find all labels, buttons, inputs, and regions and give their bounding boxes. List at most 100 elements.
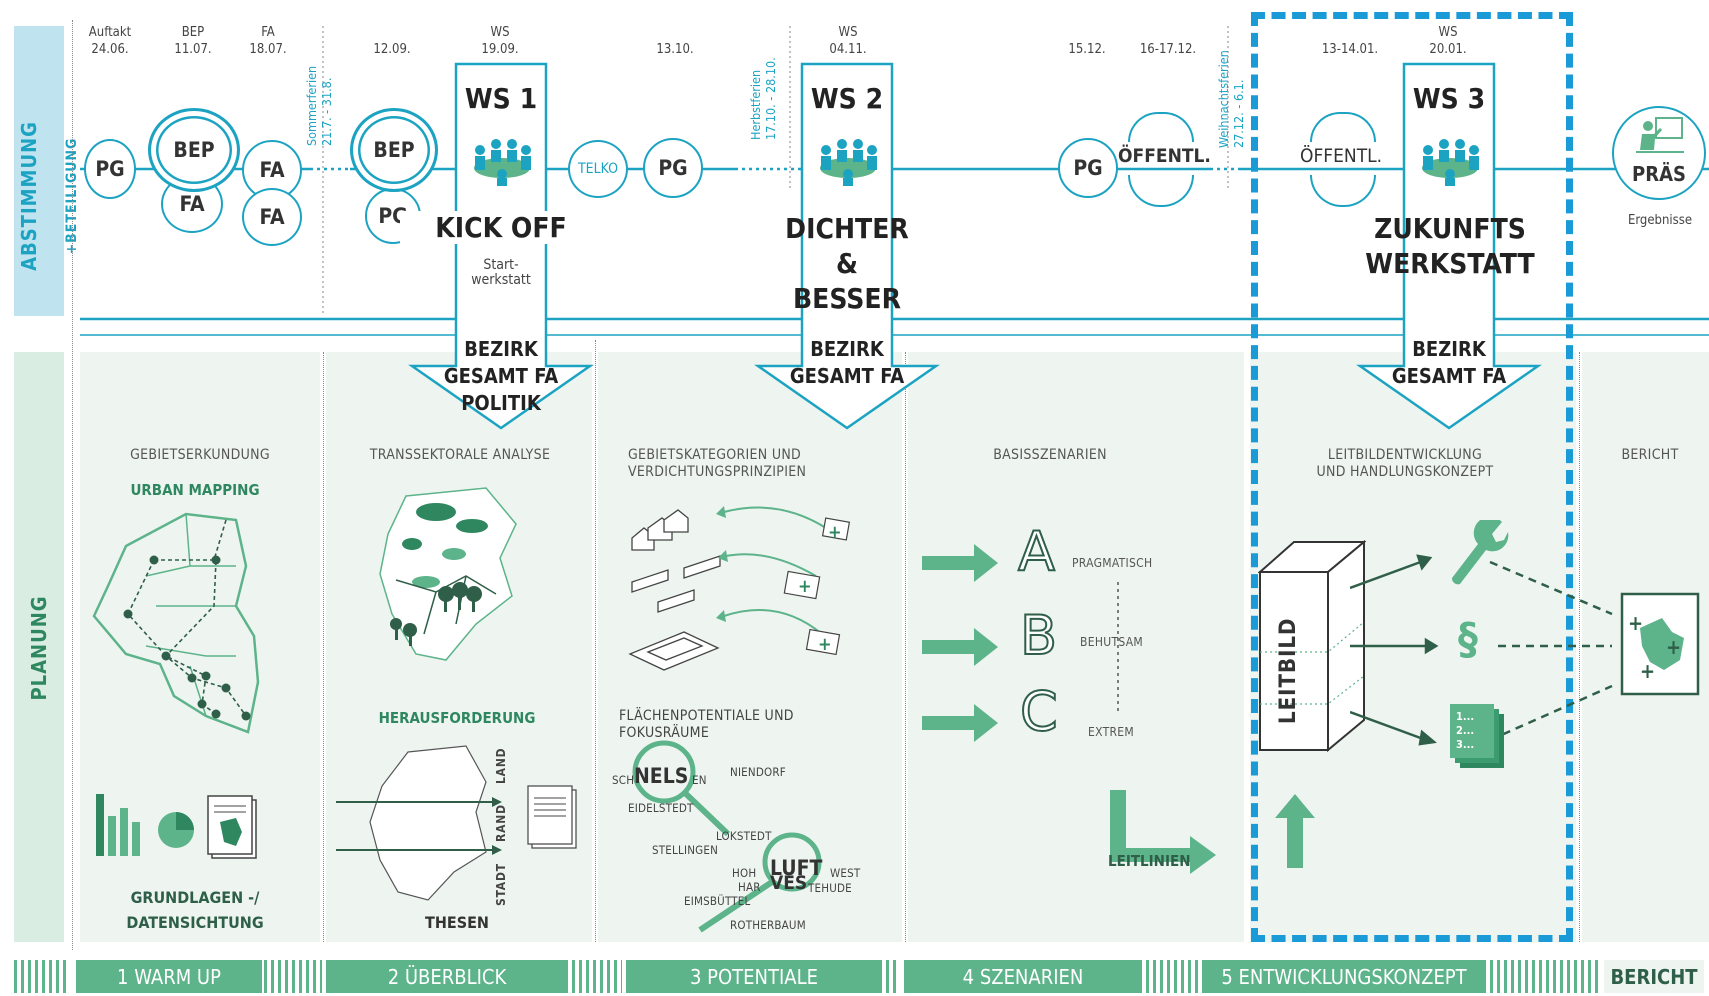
node-bep-1: BEP [148,108,240,192]
phase-separator [905,352,906,942]
date-1314: 13-14.01. [1321,42,1379,57]
meeting-icon-ws1 [474,139,531,186]
phase-bar-1: 1 WARM UP [76,960,262,993]
leitbild-label: LEITBILD [1276,617,1301,724]
place-en: EN [692,773,707,787]
document-list-text: 1... 2... 3... [1456,710,1475,751]
phase3-title: GEBIETSKATEGORIEN UND VERDICHTUNGSPRINZI… [628,447,807,480]
phase1-title: GEBIETSERKUNDUNG [130,447,270,463]
phase-bar-3: 3 POTENTIALE [626,960,882,993]
node-telko-label: TELKO [577,161,619,177]
phase2-thesen: THESEN [425,913,489,932]
date-ws3: WS 20.01. [1429,25,1467,57]
ws1-arrow-text: BEZIRK GESAMT FA POLITIK [443,337,559,415]
bar-stripes-5 [1490,960,1600,993]
phase-bar-5-label: 5 ENTWICKLUNGSKONZEPT [1221,964,1467,989]
date-bep: BEP 11.07. [174,25,212,57]
left-dotted-separator [72,20,73,950]
scenario-c-letter: C [1019,679,1059,744]
concept-arrows [1350,554,1613,746]
paragraph-icon: § [1458,614,1478,665]
place-luft: LUFT [770,856,823,880]
place-rotherbaum: ROTHERBAUM [730,918,806,932]
place-eimsbuettel: EIMSBÜTTEL [684,894,751,908]
phase2-land: LAND [494,747,508,784]
node-fa-under-bep-label: FA [179,192,205,216]
phase-bar-1-label: 1 WARM UP [117,964,221,989]
leitbild-cube [1258,540,1366,753]
date-ws1: WS 19.09. [481,25,519,57]
node-bep-1-label: BEP [173,138,215,162]
place-west: WEST [830,866,861,880]
node-telko: TELKO [568,140,628,198]
document-list-icon [1450,704,1504,768]
phase-bar-3-label: 3 POTENTIALE [690,964,818,989]
ws3-arrow-text: BEZIRK GESAMT FA [1391,337,1507,388]
phase-bar-2: 2 ÜBERBLICK [326,960,568,993]
bar-stripes-2 [572,960,622,993]
node-fa-a-label: FA [259,158,285,182]
report-icon: + + + [1620,592,1700,696]
place-nels: NELS [634,764,689,788]
phase-separator [595,340,596,942]
place-lokstedt: LOKSTEDT [716,829,772,843]
node-pg-3-label: PG [658,156,688,180]
urban-mapping-map [92,512,260,734]
scenario-b-letter: B [1019,603,1058,668]
scenario-a-label: PRAGMATISCH [1072,556,1153,570]
phase2-title: TRANSSEKTORALE ANALYSE [369,447,551,463]
place-sch: SCH [612,773,635,787]
svg-text:+: + [798,576,812,597]
svg-text:+: + [1640,659,1655,683]
ws3-highlight-frame [1251,12,1573,942]
place-stellingen: STELLINGEN [652,843,719,857]
phase6-title: BERICHT [1621,447,1679,463]
node-pg-1: PG [84,139,136,199]
ws3-title: WS 3 [1412,82,1486,115]
node-pg-1-label: PG [95,157,125,181]
phase4-title: BASISSZENARIEN [993,447,1107,463]
date-ws2: WS 04.11. [829,25,867,57]
node-oeffentl-2: ÖFFENTL. [1300,145,1383,167]
ws-shapes [408,62,1542,430]
ws3-big: ZUKUNFTS WERKSTATT [1365,212,1535,280]
data-icons [96,794,257,859]
svg-text:+: + [1666,635,1681,659]
node-praes-label: PRÄS [1632,162,1686,186]
place-ves: VES [770,872,808,894]
date-1617: 16-17.12. [1139,42,1197,57]
node-pg-3: PG [643,138,703,198]
planung-label-box [14,352,64,942]
phase2-rand: RAND [494,804,508,842]
node-oeffentl-1: ÖFFENTL. [1118,145,1211,167]
ws1-big: KICK OFF [400,211,602,244]
place-eidelstedt: EIDELSTEDT [628,801,694,815]
date-1512: 15.12. [1068,42,1106,57]
thesen-map [336,745,577,901]
phase-bar-4: 4 SZENARIEN [904,960,1142,993]
date-auftakt: Auftakt 24.06. [88,25,132,57]
ws2-arrow-text: BEZIRK GESAMT FA [789,337,905,388]
place-tehude: TEHUDE [808,881,852,895]
ws2-big: DICHTER & BESSER [785,212,909,315]
bar-stripes-4 [1146,960,1198,993]
phase-bar-5: 5 ENTWICKLUNGSKONZEPT [1202,960,1486,993]
node-pg-4: PG [1058,138,1118,198]
praes-sub: Ergebnisse [1627,213,1693,228]
phase2-herausforderung: HERAUSFORDERUNG [378,709,536,727]
leitlinien-arrow [1110,790,1216,874]
meeting-icon-ws3 [1422,139,1479,186]
scenario-a-letter: A [1017,519,1056,584]
node-bep-2: BEP [350,108,438,192]
abstimmung-label-box [14,26,64,316]
phase-bar-2-label: 2 ÜBERBLICK [387,964,507,989]
phase1-urban-mapping: URBAN MAPPING [130,481,260,499]
node-bep-2-label: BEP [373,138,415,162]
svg-text:+: + [1628,611,1643,635]
magnifier-icons [632,740,822,933]
leitbild-up-arrow [1275,794,1315,868]
scenario-c-label: EXTREM [1088,725,1135,739]
node-fa-b: FA [242,188,302,246]
phase-bar-4-label: 4 SZENARIEN [962,964,1084,989]
phase1-grundlagen: GRUNDLAGEN -/ DATENSICHTUNG [126,888,264,932]
